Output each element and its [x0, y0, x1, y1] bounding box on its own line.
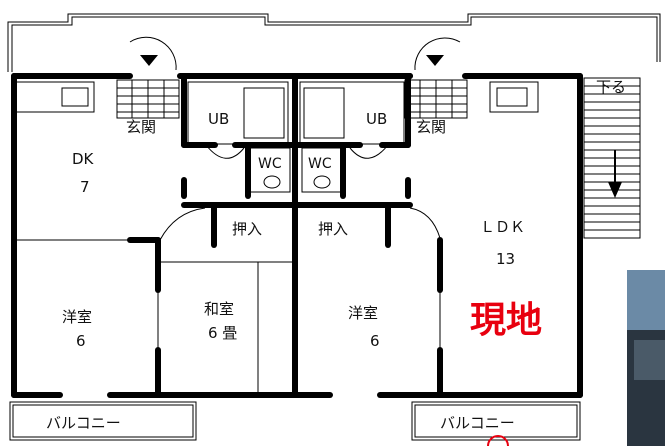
kitchen-counter-right — [489, 81, 539, 113]
entrance-label-left: 玄関 — [126, 118, 156, 136]
kitchen-counter-left — [15, 81, 95, 113]
entrance-step-left — [116, 36, 180, 119]
japanese-room-size: 6 畳 — [208, 324, 237, 342]
site-marker — [487, 435, 509, 446]
balcony-label-left: バルコニー — [46, 414, 121, 432]
western-room-size-left: 6 — [76, 332, 86, 350]
site-photo-thumbnail — [627, 270, 665, 446]
dk-size: 7 — [80, 178, 90, 196]
toilet-label-left: WC — [258, 156, 282, 172]
door-swing-arrow-left — [140, 55, 158, 66]
roof-outline — [7, 13, 661, 72]
western-room-size-right: 6 — [370, 332, 380, 350]
unit-bath-label-right: UB — [366, 110, 387, 128]
dk-label: DK — [72, 150, 95, 168]
ldk-size: 13 — [496, 250, 515, 268]
closet-label-left: 押入 — [232, 220, 262, 238]
entrance-label-right: 玄関 — [416, 118, 446, 136]
entrance-step-right — [404, 37, 468, 119]
toilet-label-right: WC — [308, 156, 332, 172]
structural-walls — [11, 73, 583, 398]
ldk-label: ＬＤＫ — [480, 218, 525, 236]
japanese-room-label: 和室 — [204, 300, 234, 318]
exterior-stairs — [583, 77, 641, 239]
closet-label-right: 押入 — [318, 220, 348, 238]
western-room-label-right: 洋室 — [348, 304, 378, 322]
balcony-label-right: バルコニー — [440, 414, 515, 432]
unit-bath-label-left: UB — [208, 110, 229, 128]
stairs-down-label: 下る — [596, 78, 626, 96]
site-label: 現地 — [470, 300, 542, 341]
western-room-label-left: 洋室 — [62, 308, 92, 326]
door-swing-arrow-right — [426, 55, 444, 66]
balcony-left — [9, 401, 197, 441]
